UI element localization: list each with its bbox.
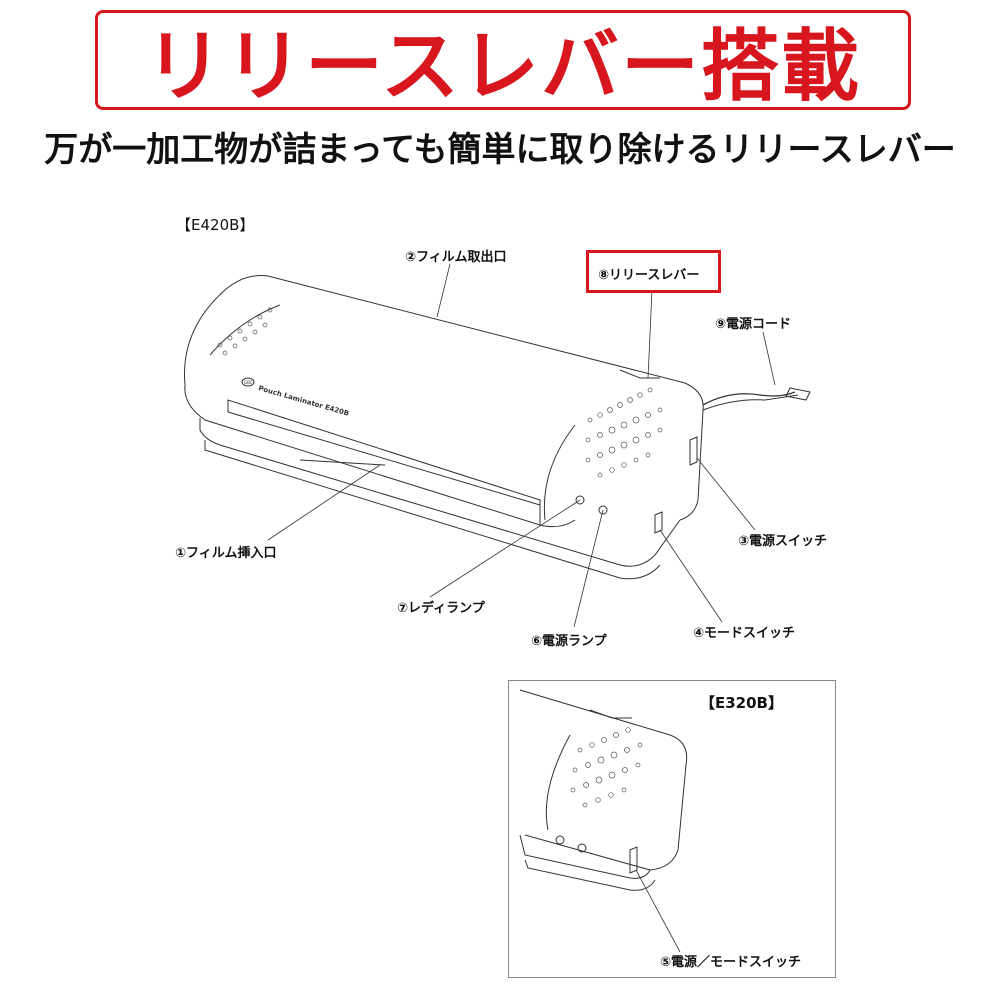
label-ready-lamp: ⑦レディランプ bbox=[397, 601, 485, 616]
inset-e320b bbox=[508, 680, 836, 978]
label-mode-switch: ④モードスイッチ bbox=[693, 626, 796, 641]
device-label: Pouch Laminator E420B bbox=[257, 384, 349, 418]
label-power-cord: ⑨電源コード bbox=[715, 317, 792, 332]
label-film-inlet: ①フィルム挿入口 bbox=[175, 546, 277, 561]
label-power-switch: ③電源スイッチ bbox=[738, 534, 828, 549]
label-release-lever: ⑧リリースレバー bbox=[598, 268, 700, 283]
laminator-e420b bbox=[184, 275, 811, 580]
title-banner: リリースレバー搭載 bbox=[95, 10, 911, 112]
release-lever-highlight bbox=[586, 250, 721, 293]
model-e420b: 【E420B】 bbox=[176, 216, 255, 234]
label-power-mode-switch: ⑤電源／モードスイッチ bbox=[660, 955, 802, 970]
banner-title: リリースレバー搭載 bbox=[144, 22, 862, 112]
brand-logo: GBC bbox=[244, 380, 253, 385]
laminator-e320b bbox=[519, 689, 688, 891]
label-film-outlet: ②フィルム取出口 bbox=[405, 250, 507, 265]
subtitle: 万が一加工物が詰まっても簡単に取り除けるリリースレバー bbox=[44, 130, 956, 170]
model-e320b: 【E320B】 bbox=[700, 694, 783, 712]
label-power-lamp: ⑥電源ランプ bbox=[531, 634, 607, 649]
